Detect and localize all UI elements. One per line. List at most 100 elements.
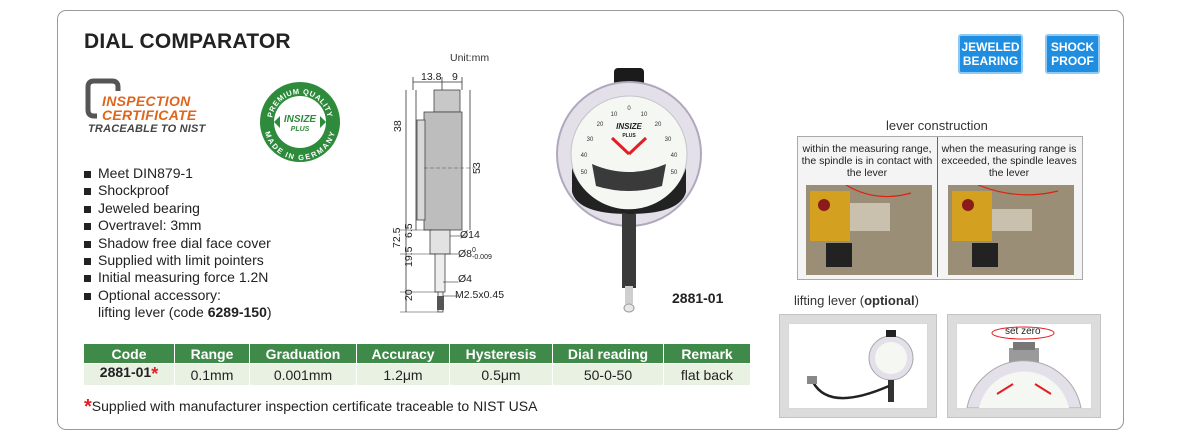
dial-number: 50: [581, 170, 588, 176]
footnote: *Supplied with manufacturer inspection c…: [84, 396, 537, 419]
list-item: Jeweled bearing: [84, 200, 272, 217]
lifting-lever-title: lifting lever (optional): [794, 293, 919, 308]
set-zero-photo: [947, 314, 1101, 418]
column-header-range: Range: [174, 344, 250, 364]
lever-construction-title: lever construction: [886, 118, 988, 133]
dim-6-5: 6.5: [403, 223, 415, 238]
dim-53: 53: [471, 162, 483, 174]
inspection-certificate-logo: INSPECTION CERTIFICATE TRACEABLE TO NIST: [84, 78, 234, 136]
badge-line: SHOCK: [1050, 40, 1095, 54]
cell-range: 0.1mm: [174, 363, 250, 385]
dim-phi4: Ø4: [458, 273, 473, 285]
lever-photo-contact: [806, 185, 932, 275]
certificate-line-3: TRACEABLE TO NIST: [88, 123, 206, 135]
certificate-bracket-icon: [85, 78, 121, 119]
code-asterisk: *: [151, 364, 159, 384]
premium-quality-seal-icon: PREMIUM QUALITY MADE IN GERMANY INSIZE P…: [260, 82, 340, 162]
column-header-code: Code: [84, 344, 175, 364]
cell-hysteresis: 0.5μm: [449, 363, 553, 385]
badge-line: BEARING: [962, 54, 1019, 68]
column-header-accuracy: Accuracy: [356, 344, 450, 364]
dim-38: 38: [392, 120, 404, 132]
accessory-prefix: lifting lever (code: [98, 304, 208, 321]
set-zero-image: [966, 342, 1082, 408]
list-item: Shadow free dial face cover: [84, 235, 272, 252]
list-item-continuation: lifting lever (code 6289-150): [84, 304, 272, 321]
page-title: DIAL COMPARATOR: [84, 30, 291, 53]
set-zero-arrow-icon: [991, 326, 1055, 340]
dim-20: 20: [403, 289, 415, 301]
dial-number: 30: [587, 137, 594, 143]
dial-sub: PLUS: [622, 133, 636, 139]
list-item: Overtravel: 3mm: [84, 217, 272, 234]
technical-drawing: [400, 77, 480, 313]
dial-brand: INSIZE: [616, 122, 642, 131]
accessory-suffix: ): [266, 304, 272, 321]
dial-number: 50: [671, 170, 678, 176]
lever-photo-released: [948, 185, 1074, 275]
dial-comparator-image: INSIZE PLUS 0 10 20 30 40 50 10 20 30 40…: [556, 68, 702, 313]
list-item: Meet DIN879-1: [84, 165, 272, 182]
dim-13-8: 13.8: [421, 71, 442, 83]
dim-phi8-tol-bottom: -0.009: [472, 254, 492, 261]
cell-accuracy: 1.2μm: [356, 363, 450, 385]
cell-remark: flat back: [663, 363, 750, 385]
product-card: [57, 10, 1124, 430]
dial-number: 20: [597, 122, 604, 128]
table-row: 2881-01* 0.1mm 0.001mm 1.2μm 0.5μm 50-0-…: [84, 363, 750, 385]
lifting-title-suffix: ): [914, 293, 919, 308]
badge-line: PROOF: [1051, 54, 1094, 68]
lifting-lever-photo: [779, 314, 937, 418]
badge-line: JEWELED: [961, 40, 1020, 54]
list-item: Initial measuring force 1.2N: [84, 269, 272, 286]
dial-number: 10: [641, 112, 648, 118]
footnote-asterisk: *: [84, 396, 92, 418]
footnote-text: Supplied with manufacturer inspection ce…: [91, 398, 538, 414]
dial-number: 40: [581, 153, 588, 159]
list-item: Optional accessory:: [84, 287, 272, 304]
dim-72-5: 72.5: [391, 227, 403, 248]
table-header-row: Code Range Graduation Accuracy Hysteresi…: [84, 344, 750, 364]
list-item: Supplied with limit pointers: [84, 252, 272, 269]
dial-number: 10: [611, 112, 618, 118]
lever-divider: [937, 137, 938, 277]
lever-text-within-range: within the measuring range, the spindle …: [801, 143, 933, 179]
dial-number: 40: [671, 153, 678, 159]
lifting-lever-image: [807, 330, 914, 402]
seal-brand: INSIZE: [284, 114, 317, 125]
lifting-title-optional: optional: [864, 293, 915, 308]
dim-9: 9: [452, 71, 458, 83]
dim-19-5: 19.5: [403, 246, 415, 267]
code-value: 2881-01: [99, 364, 152, 380]
list-item: Shockproof: [84, 182, 272, 199]
column-header-dial-reading: Dial reading: [552, 344, 664, 364]
accessory-code: 6289-150: [207, 304, 267, 321]
dim-phi14: Ø14: [460, 229, 480, 241]
dial-number: 20: [655, 122, 662, 128]
lever-construction-panel: within the measuring range, the spindle …: [797, 136, 1083, 280]
dim-phi8-label: Ø8: [458, 248, 473, 260]
cell-code: 2881-01*: [84, 363, 175, 385]
column-header-graduation: Graduation: [249, 344, 357, 364]
unit-label: Unit:mm: [450, 52, 490, 64]
column-header-remark: Remark: [663, 344, 750, 364]
dim-phi8-tol-top: 0: [472, 247, 476, 254]
lever-text-exceeded: when the measuring range is exceeded, th…: [941, 143, 1077, 179]
certificate-line-1: INSPECTION: [102, 93, 191, 109]
dial-number: 0: [627, 106, 631, 112]
model-label: 2881-01: [672, 290, 724, 306]
cell-dial-reading: 50-0-50: [552, 363, 664, 385]
cell-graduation: 0.001mm: [249, 363, 357, 385]
seal-sub: PLUS: [291, 126, 310, 133]
feature-list: Meet DIN879-1 Shockproof Jeweled bearing…: [84, 165, 272, 322]
dim-thread: M2.5x0.45: [455, 289, 505, 301]
lifting-title-prefix: lifting lever (: [794, 293, 865, 308]
column-header-hysteresis: Hysteresis: [449, 344, 553, 364]
set-zero-label: set zero: [1005, 326, 1041, 337]
dial-number: 30: [665, 137, 672, 143]
spec-table: Code Range Graduation Accuracy Hysteresi…: [84, 344, 750, 385]
certificate-line-2: CERTIFICATE: [102, 107, 197, 123]
